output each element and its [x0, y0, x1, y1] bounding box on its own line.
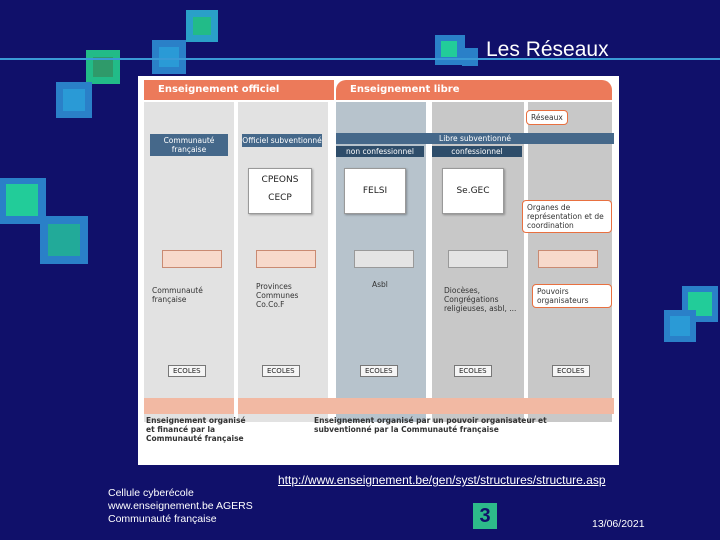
decor-square [159, 47, 179, 67]
organiser-communaute: Communauté française [152, 286, 228, 304]
organiser-provinces: Provinces Communes Co.Co.F [256, 282, 320, 309]
footer-bar-left [144, 398, 234, 414]
decor-square [93, 57, 113, 77]
decor-square [670, 316, 690, 336]
structure-link[interactable]: http://www.enseignement.be/gen/syst/stru… [278, 473, 606, 487]
decor-square [462, 48, 478, 66]
network-felsi: FELSI [344, 168, 406, 214]
reseaux-diagram: Enseignement officiel Enseignement libre… [138, 76, 619, 465]
footer-line-1: Cellule cyberécole [108, 487, 253, 500]
footer-official: Enseignement organisé et financé par la … [146, 416, 254, 443]
organiser-asbl: Asbl [372, 280, 388, 289]
footer-line-3: Communauté française [108, 513, 253, 526]
network-segec: Se.GEC [442, 168, 504, 214]
network-cpeons: CPEONS [249, 175, 311, 185]
subtitle-confessionnel: confessionnel [432, 146, 522, 157]
subtitle-communaute: Communauté française [150, 134, 228, 156]
ecoles-label: ECOLES [454, 365, 492, 377]
network-cpeons-cecp: CPEONS CECP [248, 168, 312, 214]
footer-bar-right [238, 398, 614, 414]
slide-date: 13/06/2021 [592, 518, 645, 530]
organiser-dioceses: Diocèses, Congrégations religieuses, asb… [444, 286, 520, 313]
callout-organes: Organes de représentation et de coordina… [522, 200, 612, 233]
documents-stack [354, 250, 414, 268]
subtitle-libre-subventionne: Libre subventionné [336, 133, 614, 144]
ecoles-label: ECOLES [360, 365, 398, 377]
callout-pouvoirs: Pouvoirs organisateurs [532, 284, 612, 308]
decor-square [48, 224, 80, 256]
ecoles-label: ECOLES [168, 365, 206, 377]
slide-title: Les Réseaux [486, 38, 609, 62]
page-number: 3 [473, 503, 497, 529]
callout-reseaux: Réseaux [526, 110, 568, 125]
network-cecp: CECP [249, 193, 311, 203]
footer-credits: Cellule cyberécole www.enseignement.be A… [108, 487, 253, 526]
documents-stack [162, 250, 222, 268]
header-official: Enseignement officiel [144, 80, 334, 100]
ecoles-label: ECOLES [552, 365, 590, 377]
header-libre: Enseignement libre [336, 80, 612, 100]
documents-stack [448, 250, 508, 268]
title-rule [0, 58, 720, 60]
decor-square [63, 89, 85, 111]
footer-line-2: www.enseignement.be AGERS [108, 500, 253, 513]
decor-square [6, 184, 38, 216]
ecoles-label: ECOLES [262, 365, 300, 377]
documents-stack [256, 250, 316, 268]
documents-stack [538, 250, 598, 268]
subtitle-officiel-subventionne: Officiel subventionné [242, 134, 322, 147]
decor-square [193, 17, 211, 35]
subtitle-non-confessionnel: non confessionnel [336, 146, 424, 157]
footer-libre: Enseignement organisé par un pouvoir org… [314, 416, 564, 434]
decor-square [441, 41, 457, 57]
